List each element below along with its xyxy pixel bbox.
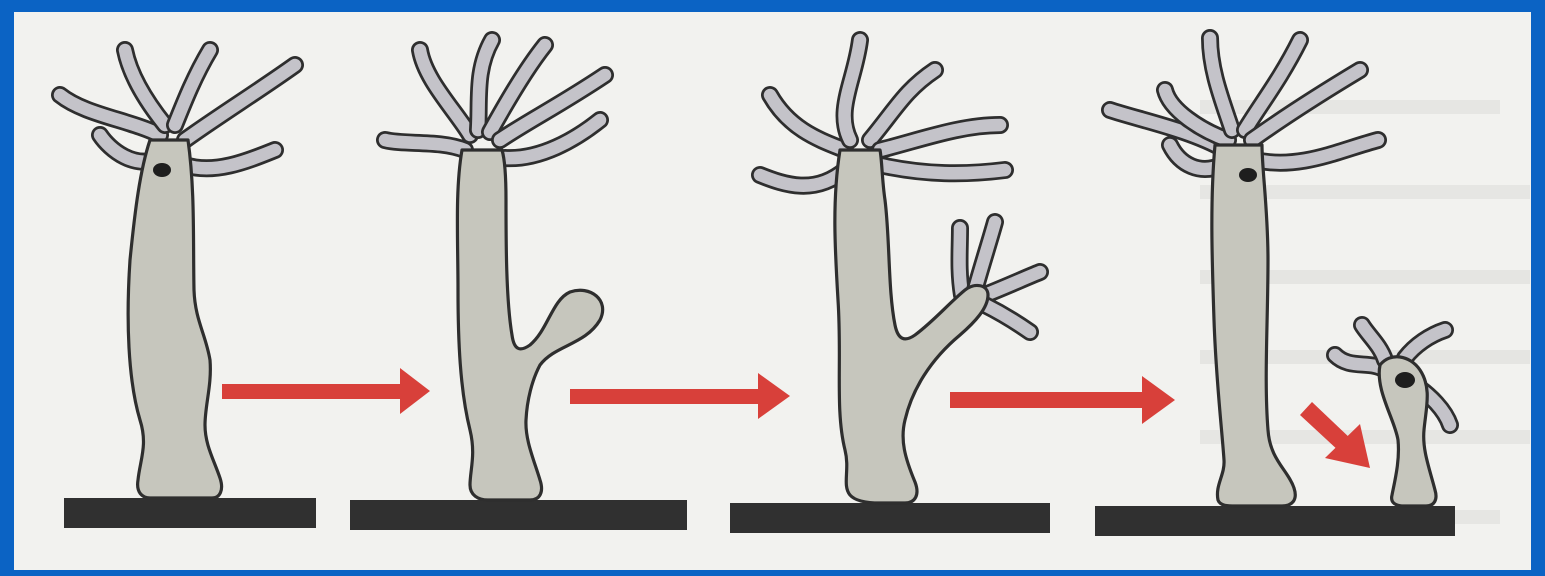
hydra-body: [835, 150, 988, 503]
hydra-body: [128, 140, 221, 498]
substrate-bar-2: [350, 500, 687, 530]
hydra-body: [1212, 145, 1295, 506]
arrow-2: [570, 373, 790, 419]
hydra-body: [457, 150, 602, 500]
arrow-3: [950, 376, 1175, 424]
substrate-bar-3: [730, 503, 1050, 533]
substrate-bar-4: [1095, 506, 1455, 536]
hydra-stage-3: [760, 40, 1040, 503]
illustration-panel: [14, 12, 1531, 570]
arrow-1: [222, 368, 430, 414]
hydra-stage-1: [60, 50, 295, 498]
hypostome-mark: [153, 163, 171, 177]
hydra-stage-2: [385, 40, 605, 500]
hypostome-mark: [1395, 372, 1415, 388]
substrate-bar-1: [64, 498, 316, 528]
hypostome-mark: [1239, 168, 1257, 182]
tentacles: [385, 40, 605, 158]
hydra-budding-diagram: [14, 12, 1531, 570]
